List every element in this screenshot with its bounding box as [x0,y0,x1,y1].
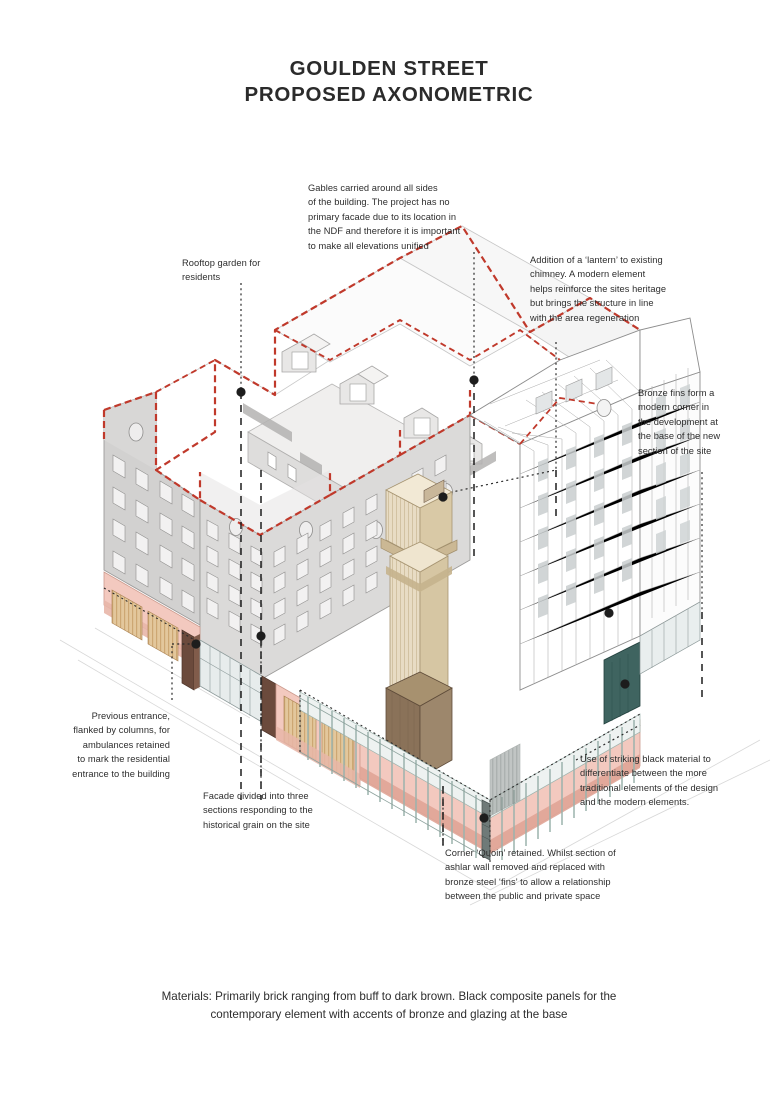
materials-note-line-1: Materials: Primarily brick ranging from … [161,990,617,1003]
leader-dot-gables [469,375,479,385]
annotation-corner-quoin: Corner ‘Quoin’ retained. Whilst section … [445,846,655,904]
annotation-chimney-lantern-line-5: with the area regeneration [530,312,640,323]
bronze-fins-right [489,713,641,860]
leader-dot-chimney [438,492,448,502]
annotation-gables-line-1: Gables carried around all sides [308,183,438,193]
annotation-previous-entrance-line-5: entrance to the building [72,768,170,779]
annotation-bronze-fins-line-3: the development at [638,416,718,427]
gable-outline-secondary [155,318,561,393]
title-line-1: GOULDEN STREET [289,57,489,80]
annotation-facade-sections: Facade divided into three sections respo… [203,789,353,832]
ground-plane [59,627,771,906]
annotation-gables-line-4: the NDF and therefore it is important [308,226,461,237]
annotation-black-material-line-3: traditional elements of the design [580,782,719,793]
page-title: GOULDEN STREET PROPOSED AXONOMETRIC [0,56,778,108]
annotation-black-material-line-2: differentiate between the more [580,768,707,779]
annotation-facade-sections-line-3: historical grain on the site [203,819,310,830]
annotation-previous-entrance: Previous entrance, flanked by columns, f… [30,709,170,781]
annotation-previous-entrance-line-3: ambulances retained [82,739,170,750]
annotation-rooftop-garden-line-1: Rooftop garden for [182,258,261,268]
annotation-corner-quoin-line-4: between the public and private space [445,891,601,902]
annotation-chimney-lantern-line-4: but brings the structure in line [530,298,654,309]
annotation-gables-line-5: to make all elevations unified [308,240,429,251]
leader-dot-bronze-fins [604,608,614,618]
right-base-glazing [639,601,701,675]
service-bay-dark [489,743,521,817]
site-boundary-dotted [103,587,641,862]
leader-dot-black-material [620,679,630,689]
section-guide-lines [240,380,703,846]
annotation-black-material: Use of striking black material to differ… [580,752,766,810]
annotation-previous-entrance-line-4: to mark the residential [77,754,170,765]
annotation-gables-line-2: of the building. The project has no [308,197,450,208]
new-block-wireframe [469,317,701,691]
annotation-facade-sections-line-2: sections responding to the [203,805,313,816]
leader-dots [191,375,630,823]
annotation-black-material-line-1: Use of striking black material to [580,754,711,764]
annotation-black-material-line-4: and the modern elements. [580,797,690,808]
annotation-chimney-lantern-line-2: chimney. A modern element [530,269,646,280]
chimney-lantern [380,473,458,779]
annotation-corner-quoin-line-2: ashlar wall removed and replaced with [445,862,605,873]
annotation-previous-entrance-line-2: flanked by columns, for [73,725,170,736]
annotation-chimney-lantern-line-3: helps reinforce the sites heritage [530,283,667,294]
annotation-gables-line-3: primary facade due to its location in [308,211,457,222]
materials-note: Materials: Primarily brick ranging from … [0,988,778,1024]
annotation-chimney-lantern: Addition of a ‘lantern’ to existing chim… [530,253,712,325]
annotation-gables: Gables carried around all sides of the b… [308,181,494,253]
title-line-2: PROPOSED AXONOMETRIC [244,83,534,106]
entrance-glazing [199,639,263,723]
annotation-corner-quoin-line-1: Corner ‘Quoin’ retained. Whilst section … [445,848,616,858]
leader-dot-rooftop-garden [236,387,246,397]
annotation-bronze-fins-line-2: modern corner in [638,402,710,413]
annotation-chimney-lantern-line-1: Addition of a ‘lantern’ to existing [530,255,663,265]
annotation-bronze-fins: Bronze fins form a modern corner in the … [638,386,766,458]
annotation-rooftop-garden: Rooftop garden for residents [182,256,312,285]
annotation-rooftop-garden-line-2: residents [182,272,221,283]
materials-note-line-2: contemporary element with accents of bro… [210,1008,568,1021]
annotation-bronze-fins-line-1: Bronze fins form a [638,388,715,398]
leader-dot-facade-sections [256,631,266,641]
leader-dot-previous-entrance [191,639,201,649]
annotation-facade-sections-line-1: Facade divided into three [203,791,309,801]
annotation-previous-entrance-line-1: Previous entrance, [91,711,170,721]
annotation-bronze-fins-line-4: the base of the new [638,431,721,442]
annotation-corner-quoin-line-3: bronze steel ‘fins’ to allow a relations… [445,876,611,887]
heritage-left-facade [103,391,201,626]
leader-dot-corner-quoin [479,813,489,823]
annotation-bronze-fins-line-5: section of the site [638,445,712,456]
